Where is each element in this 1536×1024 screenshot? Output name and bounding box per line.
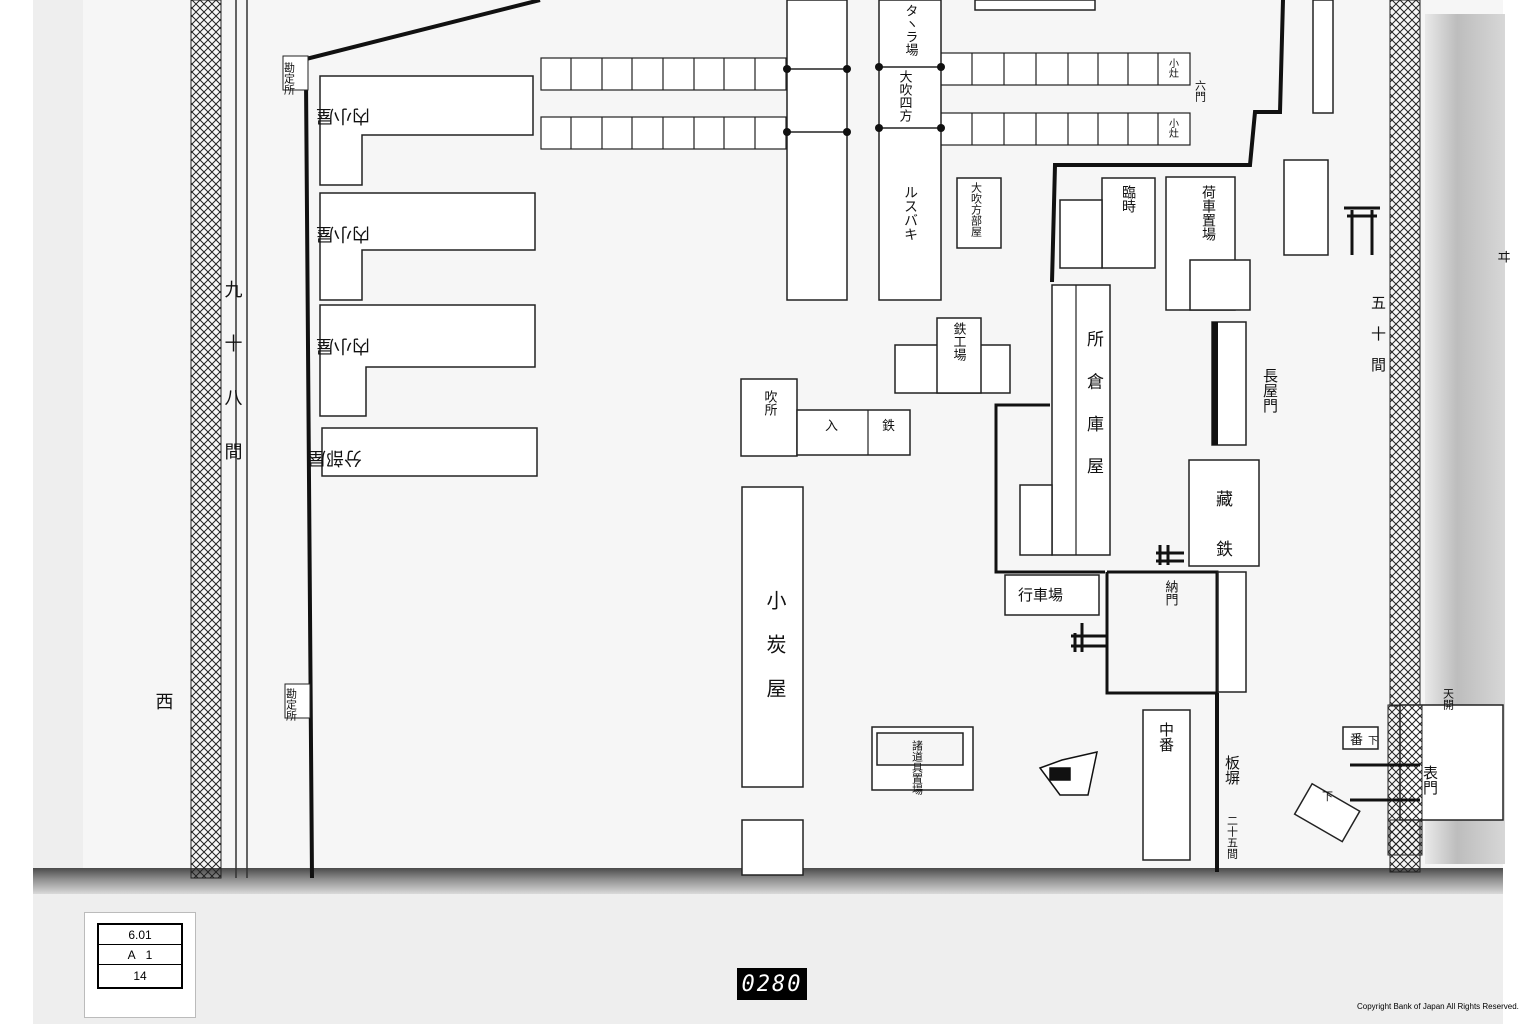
label-kura: 藏 — [1212, 490, 1233, 527]
card-row-3: 14 — [133, 969, 147, 983]
corridor-right — [878, 0, 942, 301]
label-nai-koya-2: 内小屋 — [316, 223, 370, 244]
label-shodo: 諸道具置場 — [911, 739, 924, 796]
kanjo-box-bottom — [284, 683, 311, 719]
label-suiba: 吹所 — [762, 390, 778, 416]
west-wall-hatch — [190, 0, 222, 879]
tetsu-ire-box — [796, 409, 911, 456]
label-ban: 番 — [1350, 733, 1363, 748]
chozai-annex — [1059, 199, 1103, 269]
label-shita-2: 下 — [1322, 790, 1333, 803]
kanjo-box-top — [282, 55, 309, 91]
label-chuban: 中番 — [1157, 722, 1175, 752]
top-fragment — [974, 0, 1096, 11]
charcoal-hut — [741, 486, 804, 788]
label-tetsu-ire: 入 — [825, 419, 838, 434]
copyright-notice: Copyright Bank of Japan All Rights Reser… — [1357, 1002, 1519, 1011]
label-chozai: 臨時 — [1120, 185, 1136, 213]
inner-hut-3 — [319, 304, 536, 417]
card-row-2: A 1 — [98, 944, 182, 965]
watchtower-icon — [1038, 751, 1098, 796]
nagaya-gate-shade — [1212, 322, 1218, 445]
east-hut-2 — [1283, 159, 1329, 256]
warehouse-annex — [1019, 484, 1053, 556]
label-kanjo-bottom: 勘定所 — [285, 688, 298, 722]
archive-index-card: 6.01 A 1 14 — [84, 912, 196, 1018]
card-row-2-b: 1 — [145, 947, 153, 962]
inner-hut-2 — [319, 192, 536, 301]
label-tetsu-2: 鉄 — [1212, 540, 1233, 557]
charcoal-hut-2 — [741, 819, 804, 876]
label-ka: ヰ — [1497, 250, 1511, 266]
shodo-box — [871, 726, 974, 791]
label-nomon: 納門 — [1163, 580, 1179, 607]
label-itabashi: 板塀 — [1223, 754, 1241, 785]
suiba-box — [740, 378, 798, 457]
label-kanjo: 勘定所 — [283, 62, 296, 96]
ofuki-heya-box — [956, 177, 1002, 249]
bunbu-hut — [321, 427, 538, 477]
label-ofuki-shiho: 大吹四方 — [897, 70, 913, 123]
stall-grid-left — [540, 57, 787, 150]
label-ofuki-heya: 大吹方部屋 — [970, 181, 983, 238]
warehouse-long — [1051, 284, 1111, 556]
tetsukoba-inner — [936, 317, 982, 394]
torii-icon — [1344, 206, 1380, 255]
label-rusubaki: ルスバキ — [902, 185, 918, 241]
kuruma-annex — [1189, 259, 1251, 311]
label-warehouse: 所 倉 庫 屋 — [1083, 330, 1104, 484]
main-gate-dark — [1387, 704, 1423, 856]
label-kosha: 行車場 — [1018, 586, 1063, 604]
label-kojiki-2: 小灶 — [1167, 118, 1179, 139]
stall-grid-right — [939, 52, 1191, 146]
chuban-box — [1142, 709, 1191, 861]
inner-hut-1 — [319, 75, 534, 186]
label-shita: 下 — [1368, 736, 1378, 747]
kura-box — [1188, 459, 1260, 567]
label-kuruma: 荷車置場 — [1200, 185, 1216, 241]
label-charcoal-hut: 小炭屋 — [763, 590, 787, 722]
label-kojiki: 小灶 — [1167, 58, 1179, 79]
label-tenkai: 天開 — [1442, 688, 1455, 711]
label-rokumon: 六門 — [1194, 80, 1207, 103]
frame-counter: 0280 — [737, 968, 807, 1000]
card-row-2-a: A — [127, 947, 136, 962]
ban-box — [1342, 726, 1379, 750]
corridor-left — [786, 0, 848, 301]
post-markers — [783, 63, 945, 136]
label-25-ken: 二十五間 — [1226, 815, 1239, 860]
label-bunbu: 分部屋 — [308, 447, 362, 468]
label-nai-koya-1: 内小屋 — [316, 105, 370, 126]
label-omon: 表門 — [1421, 765, 1439, 796]
label-nishi: 西 — [153, 692, 174, 710]
card-row-1: 6.01 — [98, 924, 182, 945]
label-nagaya-gate: 長屋門 — [1261, 368, 1279, 414]
shita-box — [1293, 782, 1361, 843]
east-hut-1 — [1312, 0, 1334, 114]
inner-boundary-2 — [994, 403, 1105, 574]
label-nai-koya-3: 内小屋 — [316, 335, 370, 356]
label-98-ken: 九十八間 — [222, 280, 243, 496]
label-tetsukoba: 鉄工場 — [951, 322, 967, 361]
gate-post-icon — [1071, 545, 1184, 652]
compound-boundary-east — [1050, 0, 1285, 283]
side-gate-box — [1217, 571, 1247, 693]
label-taura-ba: タヽラ場 — [903, 4, 919, 56]
kosha-box — [1004, 574, 1100, 616]
label-tetsu: 鉄 — [882, 419, 895, 434]
label-50-ken: 五十間 — [1369, 295, 1387, 388]
